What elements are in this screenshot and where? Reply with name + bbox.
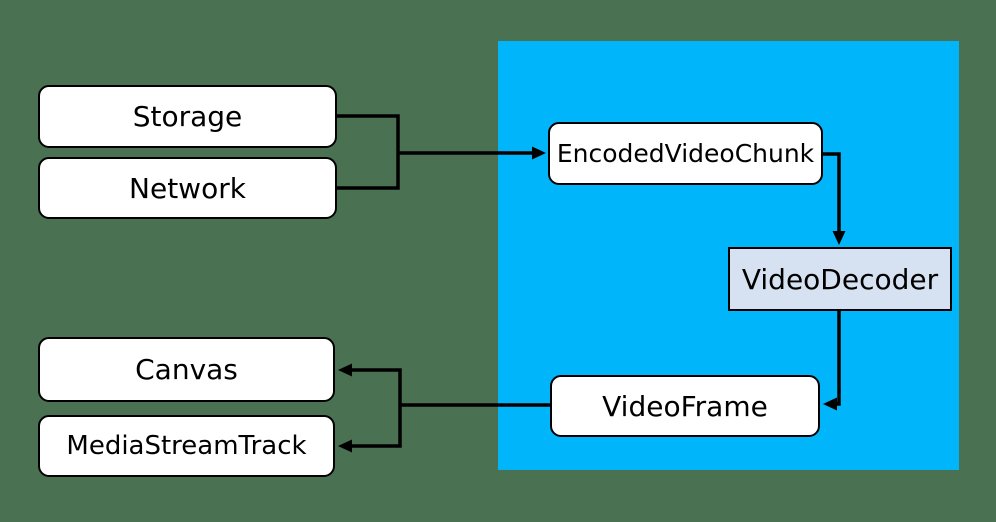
edge-frame-to-outputs [352, 368, 550, 448]
edge-decoder-to-frame [837, 311, 841, 406]
node-media-stream-track: MediaStreamTrack [38, 415, 335, 477]
arrowhead-into-decoder [832, 231, 846, 245]
node-network-label: Network [129, 171, 246, 205]
node-video-frame-label: VideoFrame [602, 389, 768, 423]
arrowhead-into-canvas [338, 363, 352, 377]
node-canvas-label: Canvas [135, 353, 238, 386]
node-video-decoder-label: VideoDecoder [741, 262, 939, 296]
node-media-stream-track-label: MediaStreamTrack [66, 431, 307, 461]
arrowhead-into-mediastreamtrack [338, 439, 352, 453]
node-canvas: Canvas [38, 337, 335, 402]
edge-storage-to-chunk [337, 114, 532, 190]
arrowhead-into-frame [823, 397, 837, 411]
node-network: Network [38, 157, 337, 219]
node-encoded-video-chunk-label: EncodedVideoChunk [556, 139, 815, 168]
edge-chunk-to-decoder [823, 152, 841, 232]
node-storage: Storage [38, 85, 337, 148]
node-storage-label: Storage [132, 100, 243, 133]
node-video-decoder: VideoDecoder [728, 247, 952, 311]
arrowhead-into-chunk [532, 146, 546, 160]
node-encoded-video-chunk: EncodedVideoChunk [548, 122, 823, 185]
node-video-frame: VideoFrame [550, 375, 820, 437]
